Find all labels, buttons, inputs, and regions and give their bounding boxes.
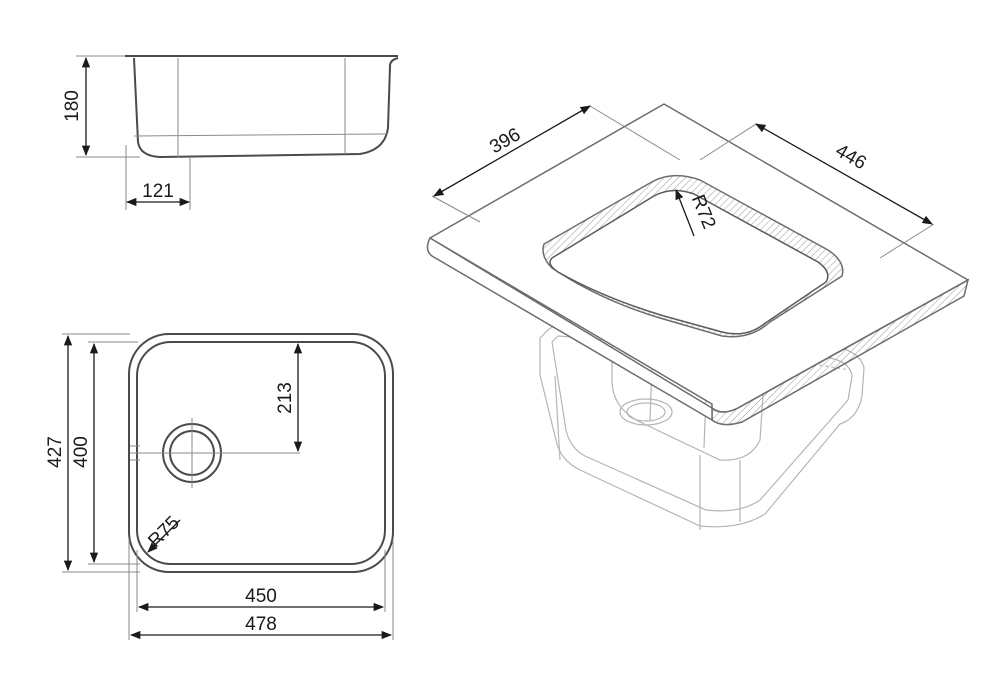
- cutout-depth-label: 446: [832, 140, 870, 174]
- worktop-left-edge: [426, 236, 713, 422]
- sink-drain: [619, 398, 673, 426]
- cutout-width-label: 396: [486, 124, 524, 158]
- drain-offset-label: 213: [275, 382, 296, 414]
- top-view: 427 400 213 R75 450 478: [45, 333, 394, 640]
- corner-radius-label: R75: [144, 512, 183, 551]
- cutout-width-dimension: [433, 105, 591, 197]
- perspective-view: 396 446 R72: [426, 103, 970, 530]
- side-view-height-label: 180: [62, 90, 83, 122]
- outer-width-label: 478: [245, 614, 277, 635]
- inner-width-label: 450: [245, 586, 277, 607]
- cutout-radius-leader: [675, 189, 695, 237]
- corner-radius-leader: [147, 519, 181, 553]
- side-view: 180 121: [62, 55, 399, 210]
- side-view-bowl: [133, 57, 399, 159]
- worktop-cutout-opening: [549, 189, 829, 335]
- outer-height-label: 427: [45, 436, 66, 468]
- cutout-depth-dimension: [755, 123, 933, 225]
- inner-height-label: 400: [71, 436, 92, 468]
- side-view-offset-label: 121: [142, 181, 174, 202]
- top-view-outer-rim: [128, 333, 394, 573]
